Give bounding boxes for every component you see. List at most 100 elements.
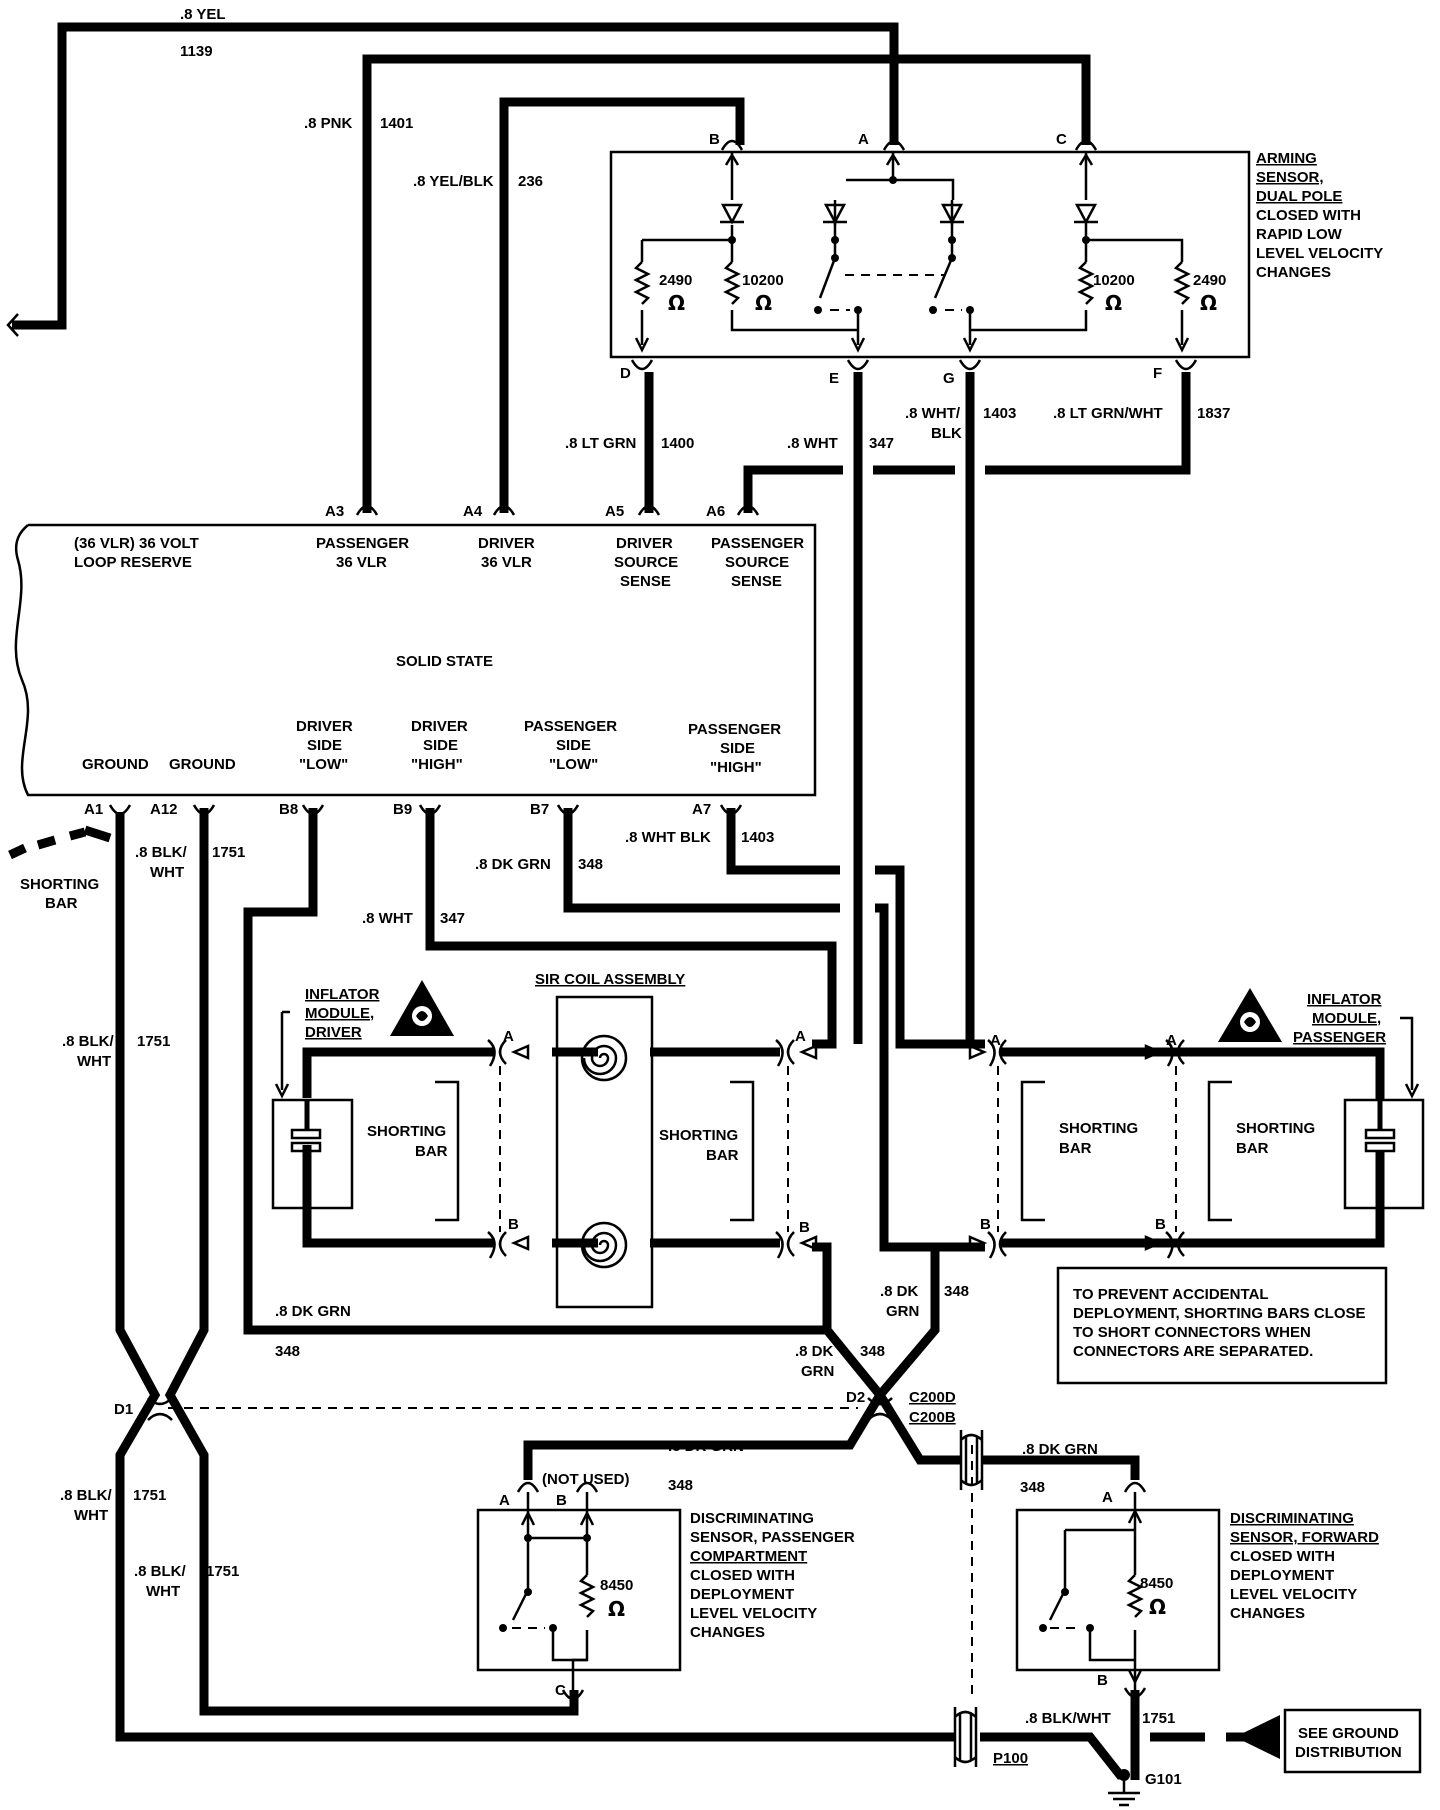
pin-label: C <box>1056 131 1067 148</box>
circuit-label: 1751 <box>137 1033 170 1050</box>
resistor-label: 8450 <box>1140 1575 1173 1592</box>
disc-pass-title: LEVEL VELOCITY <box>690 1605 817 1622</box>
module-title: SOLID STATE <box>396 653 493 670</box>
resistor-10200-right <box>1077 261 1095 305</box>
inflator-passenger-label: MODULE, <box>1312 1010 1381 1027</box>
splice-labels: D1 D2 C200D C200B P100 G101 <box>114 1389 1182 1788</box>
pin-label: A <box>1102 1489 1113 1506</box>
coil-spiral-icon <box>580 1221 628 1269</box>
module-label: SIDE <box>307 737 342 754</box>
note-line: DEPLOYMENT, SHORTING BARS CLOSE <box>1073 1305 1366 1322</box>
wire-1401 <box>362 54 1091 513</box>
ohm-symbol: Ω <box>1149 1595 1166 1619</box>
note-line: TO SHORT CONNECTORS WHEN <box>1073 1324 1311 1341</box>
resistor-label: 10200 <box>1093 272 1135 289</box>
ground-reference-arrow-icon <box>1235 1708 1422 1774</box>
connector-label: C200D <box>909 1389 956 1406</box>
wire-color-label: .8 DK GRN <box>668 1438 744 1455</box>
module-label: (36 VLR) 36 VOLT <box>74 535 199 552</box>
pin-label: B7 <box>530 801 549 818</box>
disc-pass-title: DEPLOYMENT <box>690 1586 794 1603</box>
pin-label: G <box>943 370 955 387</box>
switch-blades <box>818 240 954 299</box>
disc-fwd-title: LEVEL VELOCITY <box>1230 1586 1357 1603</box>
module-label: "LOW" <box>299 756 348 773</box>
wire-1403-lower <box>726 808 985 1049</box>
shorting-bar-bracket <box>1020 1080 1045 1222</box>
shorting-bar-bracket <box>435 1080 460 1222</box>
wire-1751-a12 <box>164 808 579 1716</box>
sir-coil-assembly <box>555 995 654 1309</box>
pin-label: E <box>829 370 839 387</box>
shorting-bar-label: BAR <box>1236 1140 1269 1157</box>
pin-label: B <box>709 131 720 148</box>
circuit-label: 1751 <box>1142 1710 1175 1727</box>
shorting-bar-label: SHORTING <box>367 1123 446 1140</box>
circuit-label: 348 <box>578 856 603 873</box>
diode-4 <box>1074 203 1098 225</box>
circuit-label: 348 <box>275 1343 300 1360</box>
ground-reference-text: SEE GROUND <box>1298 1725 1399 1742</box>
pin-label: A5 <box>605 503 624 520</box>
driver-inflator-connectors <box>435 1039 530 1259</box>
discriminating-sensor-passenger <box>476 1481 682 1701</box>
ground-reference-labels: SEE GROUND DISTRIBUTION <box>1295 1725 1402 1761</box>
wire-color-label: .8 BLK/ <box>60 1487 113 1504</box>
disc-fwd-title: CLOSED WITH <box>1230 1548 1335 1565</box>
wire-color-label: .8 DK GRN <box>1022 1441 1098 1458</box>
disc-fwd-title: DEPLOYMENT <box>1230 1567 1334 1584</box>
not-used-label: (NOT USED) <box>542 1471 630 1488</box>
pin-label: A1 <box>84 801 103 818</box>
wire-color-label: .8 WHT/ <box>905 405 961 422</box>
module-label: DRIVER <box>478 535 535 552</box>
module-label: SOURCE <box>725 554 789 571</box>
connector-letter: A <box>795 1028 806 1045</box>
pin-label: A <box>858 131 869 148</box>
circuit-label: 348 <box>668 1477 693 1494</box>
pin-label: A12 <box>150 801 178 818</box>
ohm-symbol: Ω <box>1200 291 1217 315</box>
wire-color-label: GRN <box>801 1363 834 1380</box>
wire-color-label: .8 DK <box>880 1283 919 1300</box>
wire-color-label: .8 BLK/WHT <box>1025 1710 1111 1727</box>
warning-triangle-icon <box>1218 988 1282 1042</box>
inflator-module-driver <box>271 980 454 1210</box>
resistor-label: 2490 <box>659 272 692 289</box>
module-label: SENSE <box>731 573 782 590</box>
inflator-driver-label: MODULE, <box>305 1005 374 1022</box>
module-label: 36 VLR <box>336 554 387 571</box>
resistor-label: 2490 <box>1193 272 1226 289</box>
circuit-label: 1403 <box>983 405 1016 422</box>
module-label: GROUND <box>82 756 149 773</box>
wire-color-label: .8 YEL/BLK <box>413 173 494 190</box>
pin-label: A3 <box>325 503 344 520</box>
ground-g101-icon <box>1108 1769 1140 1807</box>
module-label: DRIVER <box>411 718 468 735</box>
resistor-2490-left <box>633 261 651 305</box>
wire-color-label: .8 LT GRN/WHT <box>1053 405 1163 422</box>
pin-label: A4 <box>463 503 483 520</box>
connector-letter: B <box>1155 1216 1166 1233</box>
wire-color-label: WHT <box>74 1507 108 1524</box>
ohm-symbol: Ω <box>755 291 772 315</box>
disc-pass-labels: A B C (NOT USED) 8450 Ω DISCRIMINATING S… <box>499 1471 855 1699</box>
module-label: SIDE <box>720 740 755 757</box>
wire-color-label: WHT <box>150 864 184 881</box>
module-label: DRIVER <box>616 535 673 552</box>
wire-348-b8 <box>243 808 832 1335</box>
disc-fwd-title: SENSOR, FORWARD <box>1230 1529 1379 1546</box>
shorting-bar-bracket <box>730 1080 755 1222</box>
disc-pass-title: CLOSED WITH <box>690 1567 795 1584</box>
pin-label: A6 <box>706 503 725 520</box>
disc-fwd-labels: A B 8450 Ω DISCRIMINATING SENSOR, FORWAR… <box>1097 1489 1379 1689</box>
discriminating-sensor-forward <box>1015 1481 1221 1699</box>
wire-color-label: .8 DK <box>795 1343 834 1360</box>
disc-fwd-title: CHANGES <box>1230 1605 1305 1622</box>
circuit-label: 348 <box>860 1343 885 1360</box>
disc-pass-title: CHANGES <box>690 1624 765 1641</box>
inflator-passenger-label: PASSENGER <box>1293 1029 1386 1046</box>
inflator-driver-label: INFLATOR <box>305 986 380 1003</box>
wire-1751-a1 <box>115 812 955 1742</box>
note-text: TO PREVENT ACCIDENTAL DEPLOYMENT, SHORTI… <box>1073 1286 1366 1360</box>
